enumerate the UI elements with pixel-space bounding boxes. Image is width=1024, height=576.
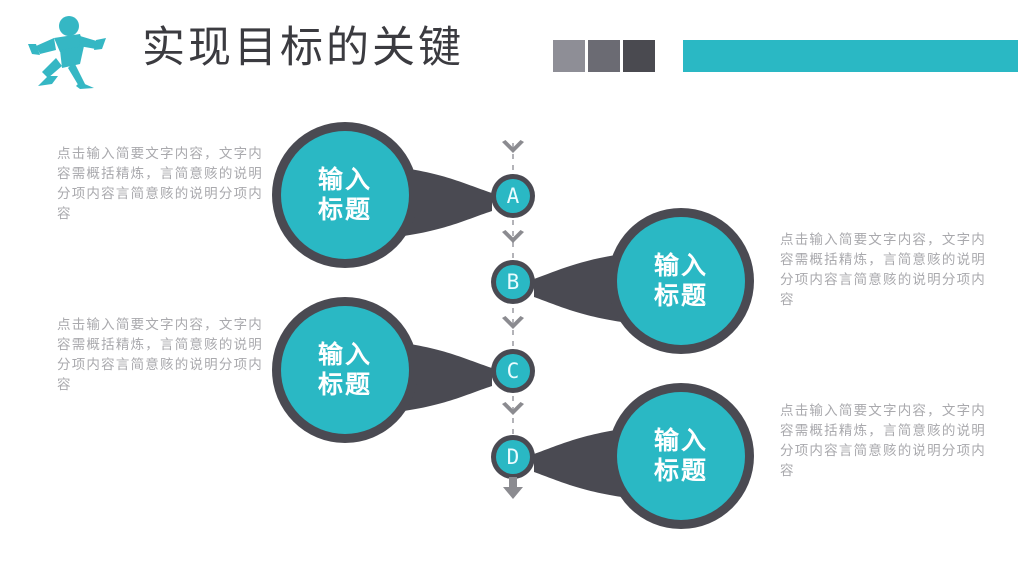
- node-d-shape: [491, 383, 754, 529]
- arrow-down-icon-bottom: [503, 477, 523, 499]
- page-title: 实现目标的关键: [142, 24, 464, 72]
- running-person-icon: [22, 12, 108, 90]
- header-square-dark: [623, 40, 655, 72]
- header-square-light: [553, 40, 585, 72]
- node-c-description: 点击输入简要文字内容，文字内容需概括精炼，言简意赅的说明分项内容言简意赅的说明分…: [57, 317, 262, 392]
- node-a-shape: [272, 122, 535, 268]
- node-b-shape: [491, 208, 754, 354]
- node-a-description: 点击输入简要文字内容，文字内容需概括精炼，言简意赅的说明分项内容言简意赅的说明分…: [57, 146, 262, 221]
- node-d-description: 点击输入简要文字内容，文字内容需概括精炼，言简意赅的说明分项内容言简意赅的说明分…: [780, 403, 985, 478]
- node-b-description: 点击输入简要文字内容，文字内容需概括精炼，言简意赅的说明分项内容言简意赅的说明分…: [780, 232, 985, 307]
- slide-header: 实现目标的关键: [0, 0, 1024, 105]
- process-diagram: 输入 标题 输入 标题 输入 标题 输入 标题 A B C D 点击输入简要文字…: [0, 105, 1024, 576]
- header-square-mid: [588, 40, 620, 72]
- header-accent-bar: [683, 40, 1018, 72]
- diagram-graphics: [272, 122, 754, 529]
- node-c-shape: [272, 297, 535, 443]
